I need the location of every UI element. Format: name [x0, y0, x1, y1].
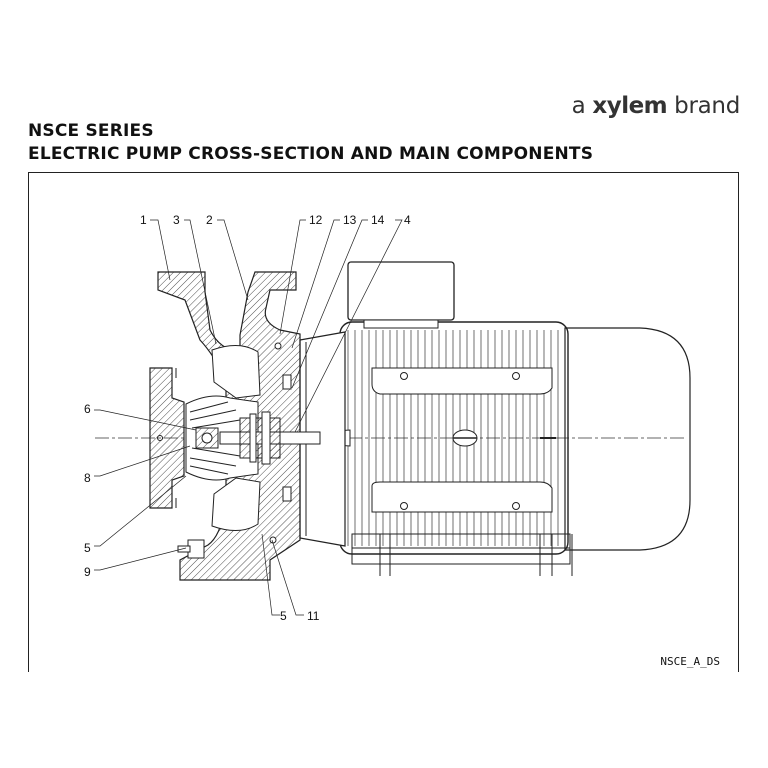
motor-body: [317, 321, 569, 555]
xylem-brand-logo: a xylem brand: [571, 93, 741, 119]
fan-cover: [564, 327, 691, 551]
brand-prefix: a: [571, 93, 593, 119]
brand-name: xylem: [592, 93, 668, 119]
callout-4: 4: [404, 213, 411, 227]
callout-5-left: 5: [84, 541, 91, 555]
terminal-box: [347, 261, 455, 329]
callout-8: 8: [84, 471, 91, 485]
drawing-code: NSCE_A_DS: [660, 655, 720, 668]
callout-leaders: [94, 219, 403, 616]
callout-13: 13: [343, 213, 357, 227]
callout-2: 2: [206, 213, 213, 227]
drawing-frame: [28, 172, 739, 672]
callout-9: 9: [84, 565, 91, 579]
brand-suffix: brand: [667, 93, 740, 119]
motor-feet: [351, 533, 573, 576]
callout-3: 3: [173, 213, 180, 227]
callout-1: 1: [140, 213, 147, 227]
callout-12: 12: [309, 213, 323, 227]
shaft-and-seal: [219, 342, 321, 544]
callout-6: 6: [84, 402, 91, 416]
casing-foot-bolt: [177, 539, 205, 559]
callout-11: 11: [307, 609, 320, 623]
drawing-title: ELECTRIC PUMP CROSS-SECTION AND MAIN COM…: [28, 144, 594, 164]
flange-bolts: [157, 368, 177, 508]
callout-5-bottom: 5: [280, 609, 287, 623]
series-title: NSCE SERIES: [28, 121, 154, 141]
callout-14: 14: [371, 213, 385, 227]
